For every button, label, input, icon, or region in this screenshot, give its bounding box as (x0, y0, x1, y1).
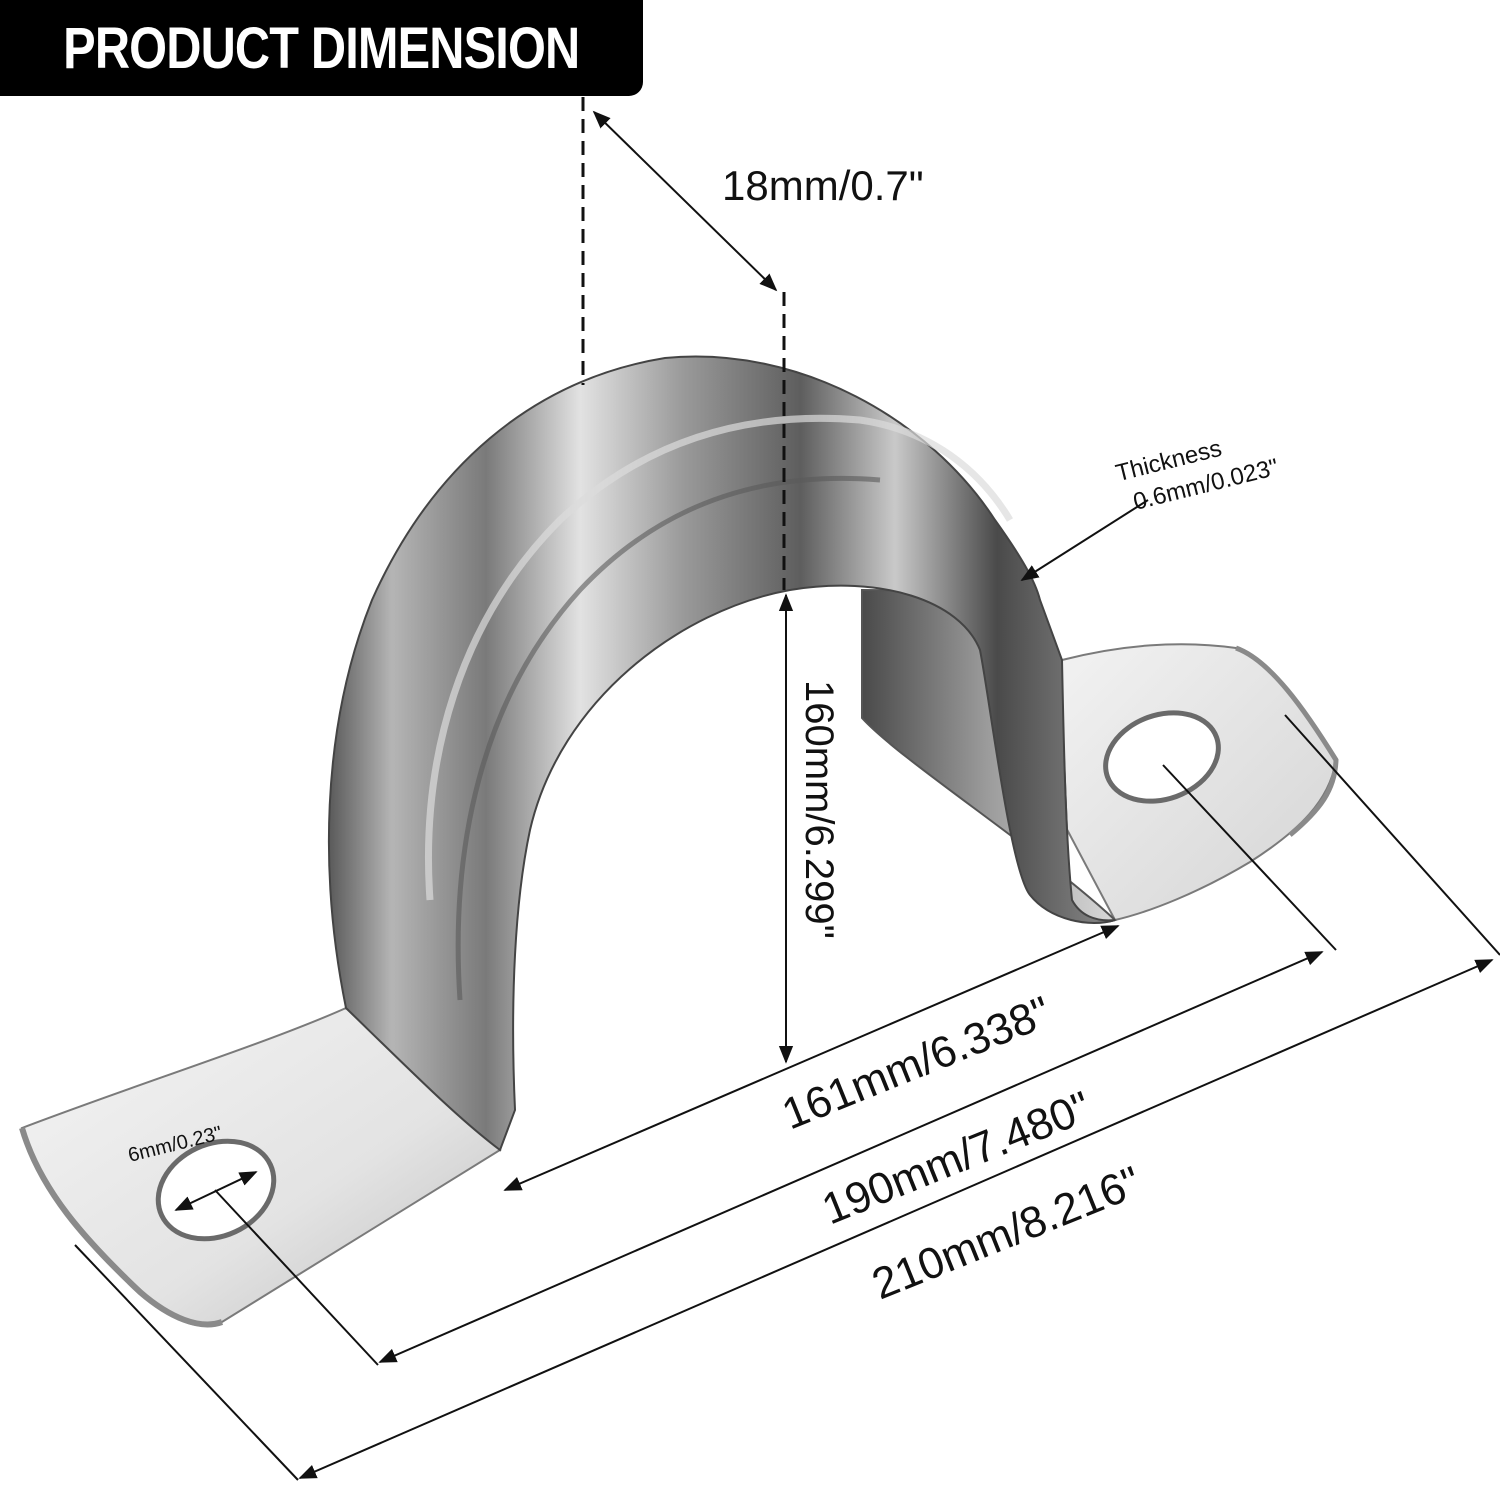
width-dimension-arrow (592, 110, 778, 292)
width-dimension-label: 18mm/0.7" (722, 162, 924, 209)
page-title: PRODUCT DIMENSION (63, 15, 580, 81)
overall-length-dimension-arrow (298, 959, 1494, 1479)
thickness-leader-line (1020, 499, 1149, 581)
hole-spacing-dimension-arrow (378, 951, 1324, 1363)
right-mounting-hole (1103, 710, 1221, 804)
header-banner: PRODUCT DIMENSION (0, 0, 643, 96)
hole-diameter-dimension-arrow (174, 1171, 258, 1211)
height-dimension-label: 160mm/6.299" (797, 680, 841, 939)
